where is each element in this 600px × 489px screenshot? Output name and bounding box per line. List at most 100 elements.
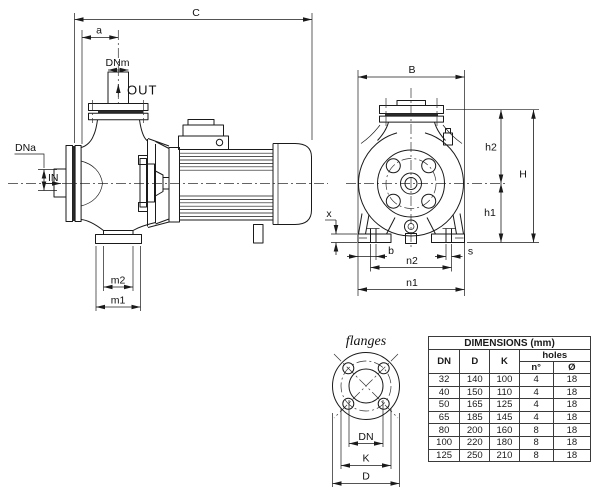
casing-circle: [358, 132, 464, 237]
shaft-bore: [400, 172, 422, 195]
table-cell-dia: 18: [552, 435, 592, 450]
dim-label-h2: h2: [485, 142, 497, 154]
casing-bolt-bottom: [138, 202, 148, 212]
dim-label-s: s: [468, 246, 473, 258]
flange-hole: [377, 397, 390, 410]
dim-label-h1: h1: [484, 207, 496, 219]
dim-label-d: D: [362, 471, 370, 483]
dim-label-x: x: [326, 208, 332, 220]
table-cell-dn: 80: [427, 423, 461, 437]
dim-label-b-foot: b: [388, 245, 394, 257]
table-cell-k: 180: [489, 435, 520, 450]
table-cell-dn: 50: [427, 398, 461, 412]
table-cell-dn: 100: [427, 435, 461, 450]
table-cell-dn: 65: [427, 410, 461, 425]
front-view-dimensions: B h2 h1 H x b s: [325, 64, 539, 296]
shaft: [404, 177, 418, 190]
side-view-dimensions: C a DNm OUT DNa IN m2 m1: [14, 7, 313, 311]
terminal-box: [182, 124, 224, 137]
table-cell-dia: 18: [552, 385, 592, 400]
col-header-n: n°: [518, 361, 554, 374]
table-cell-d: 200: [459, 423, 491, 437]
table-cell-d: 165: [459, 398, 491, 412]
table-cell-k: 160: [489, 423, 520, 437]
volute-casing: [80, 119, 156, 231]
front-gasket: [385, 113, 438, 117]
motor: [168, 119, 312, 244]
dim-label-dnm: DNm: [106, 57, 130, 69]
bolt-hole: [385, 158, 401, 174]
table-cell-k: 100: [489, 373, 520, 387]
table-cell-d: 140: [459, 373, 491, 387]
table-cell-dn: 32: [427, 373, 461, 387]
center-rib: [405, 233, 417, 244]
dim-label-m1: m1: [111, 295, 126, 307]
dim-label-dna: DNa: [15, 142, 36, 154]
flange-bolt-circle: [340, 360, 392, 412]
flange-hole: [377, 362, 390, 375]
in-label: IN: [48, 172, 59, 184]
dim-label-m2: m2: [111, 275, 126, 287]
dim-label-a: a: [96, 25, 102, 37]
dim-label-n1: n1: [406, 277, 418, 289]
table-cell-n: 8: [518, 435, 554, 450]
flange-bore-circle: [348, 368, 384, 404]
table-cell-n: 4: [518, 398, 554, 412]
table-cell-n: 4: [518, 410, 554, 425]
suction-gasket: [72, 146, 76, 221]
casing-bolt-top: [138, 155, 148, 165]
front-view: B h2 h1 H x b s: [325, 64, 539, 296]
pump-foot: [95, 230, 142, 244]
table-cell-n: 8: [518, 423, 554, 437]
suction-flange: [53, 145, 82, 222]
table-cell-dn: 40: [427, 385, 461, 400]
dim-label-dn: DN: [358, 431, 373, 443]
col-header-diameter: Ø: [552, 361, 592, 374]
table-cell-k: 210: [489, 448, 520, 463]
bolt-hole: [421, 193, 437, 209]
dim-label-h: H: [519, 169, 527, 181]
suction-flange-circle: [377, 149, 445, 218]
flange-detail: flanges DN K D: [332, 334, 400, 487]
fan-cover: [273, 143, 312, 225]
col-header-dn: DN: [427, 349, 461, 374]
dim-label-c: C: [192, 7, 200, 19]
dim-label-b-overall: B: [408, 64, 415, 76]
bolt-hole: [421, 158, 437, 174]
table-cell-dia: 18: [552, 373, 592, 387]
flange-hole: [342, 362, 355, 375]
flange-outer-circle: [332, 352, 400, 420]
table-cell-d: 250: [459, 448, 491, 463]
table-cell-d: 220: [459, 435, 491, 450]
col-header-k: K: [489, 349, 520, 374]
table-cell-k: 145: [489, 410, 520, 425]
motor-flange: [168, 147, 180, 223]
terminal-box-base: [178, 135, 229, 150]
table-cell-dia: 18: [552, 398, 592, 412]
bearing-bracket: [139, 138, 170, 228]
col-header-holes: holes: [518, 349, 592, 362]
motor-foot: [253, 224, 264, 244]
out-label: OUT: [127, 83, 157, 98]
front-casing: [358, 132, 464, 244]
motor-fins: [180, 152, 273, 217]
table-cell-n: 8: [518, 448, 554, 463]
table-cell-n: 4: [518, 385, 554, 400]
flange-hole: [342, 397, 355, 410]
table-cell-k: 110: [489, 385, 520, 400]
flange-detail-title: flanges: [346, 334, 387, 349]
terminal-box-lid: [187, 119, 215, 126]
table-cell-k: 125: [489, 398, 520, 412]
eye-bolt: [215, 138, 224, 147]
